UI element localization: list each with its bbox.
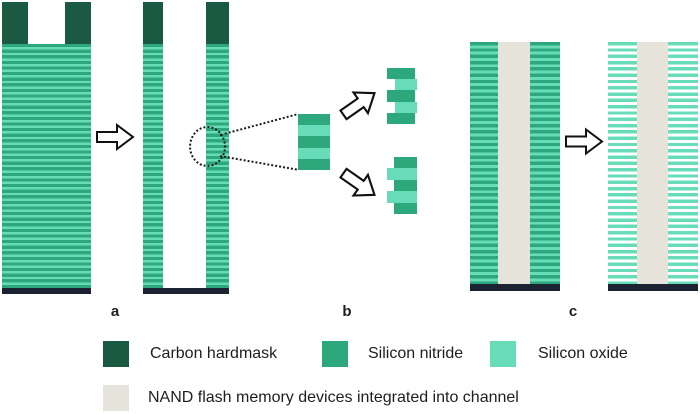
nitride-layer [394, 157, 417, 169]
nitride-layer [298, 114, 330, 126]
oxide-layer [395, 79, 417, 91]
substrate-bar [470, 284, 560, 291]
panel-label-b: b [342, 303, 352, 320]
c2-stack-left [608, 42, 637, 284]
process-arrow-right-icon [565, 127, 604, 156]
legend-swatch-nitride [322, 341, 348, 367]
substrate-bar [143, 288, 229, 294]
etched-column-left [143, 44, 163, 288]
c2-stack-right [668, 42, 698, 284]
nitride-layer [387, 112, 415, 125]
nitride-layer [298, 158, 330, 171]
hardmask-cap-column-left [143, 2, 163, 44]
legend-swatch-hardmask [103, 341, 129, 367]
c1-channel-fill [498, 42, 530, 284]
legend-label-hardmask: Carbon hardmask [150, 345, 278, 362]
nitride-layer [394, 202, 417, 215]
zoom-callout-line-top [219, 113, 297, 136]
legend-label-nitride: Silicon nitride [368, 345, 464, 362]
panel-label-a: a [110, 303, 120, 320]
nitride-layer [387, 90, 415, 102]
zoom-callout-line-bottom [219, 155, 297, 171]
legend-swatch-channel [103, 385, 129, 411]
oxide-recess-stack [387, 68, 417, 125]
layer-stack-initial [2, 44, 91, 288]
nitride-layer [298, 136, 330, 148]
sidewall-detail-stack [298, 114, 330, 171]
oxide-layer [387, 168, 417, 180]
nitride-recess-stack [387, 157, 417, 215]
oxide-layer [298, 125, 330, 137]
arrow-down-right-icon [339, 167, 376, 197]
c1-stack-left [470, 42, 498, 284]
hardmask-cap-left [2, 2, 28, 44]
nitride-layer [394, 179, 417, 192]
legend-label-channel: NAND flash memory devices integrated int… [148, 389, 519, 406]
etched-column-right [206, 44, 229, 288]
hardmask-cap-right [65, 2, 91, 44]
arrow-up-right-icon [339, 91, 376, 121]
legend-swatch-oxide [490, 341, 516, 367]
legend-label-oxide: Silicon oxide [538, 345, 628, 362]
c1-stack-right [530, 42, 560, 284]
hardmask-cap-column-right [206, 2, 229, 44]
substrate-bar [2, 288, 91, 294]
oxide-layer [387, 191, 417, 203]
c2-channel-fill [637, 42, 668, 284]
oxide-layer [395, 101, 417, 113]
process-arrow-right-icon [96, 123, 135, 151]
oxide-layer [298, 147, 330, 159]
nitride-layer [387, 68, 415, 80]
zoom-circle-icon [189, 126, 226, 167]
panel-label-c: c [568, 303, 578, 320]
substrate-bar [608, 284, 698, 291]
